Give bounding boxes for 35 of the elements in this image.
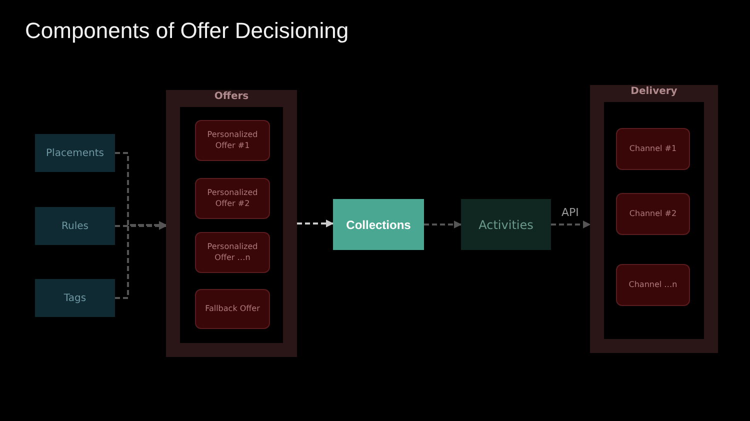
container-frame [590,85,718,353]
dashed-arrow [551,220,591,228]
item-box [616,264,690,306]
item-box [195,232,270,273]
input-box [35,134,115,172]
dashed-arrow [115,221,167,299]
highlight-box [333,199,424,250]
input-box [35,207,115,245]
box-label: Tags [64,292,86,304]
box-label: Personalized Offer #2 [206,188,259,209]
item-box [195,120,270,161]
dashed-arrow [424,220,462,228]
box-label: Collections [346,218,411,232]
process-box [461,199,551,250]
box-label: Fallback Offer [205,304,260,314]
item-box [195,178,270,219]
box-label: Channel #2 [629,208,677,220]
frame-heading: Offers [214,91,249,102]
container-frame [166,90,297,357]
box-label: Personalized Offer #1 [206,130,259,151]
dashed-arrow [297,220,334,228]
box-label: Rules [62,220,88,232]
slide-title: Components of Offer Decisioning [25,18,349,44]
box-label: Placements [46,148,104,158]
box-label: Activities [478,218,534,232]
item-box [616,193,690,235]
box-label: Personalized Offer …n [206,242,259,263]
box-label: Channel #1 [629,144,677,154]
input-box [35,279,115,317]
item-box [195,289,270,329]
dashed-arrow [115,222,167,230]
item-box [616,128,690,170]
frame-heading: Delivery [630,86,678,97]
edge-label: API [560,206,580,218]
box-label: Channel …n [628,280,678,290]
